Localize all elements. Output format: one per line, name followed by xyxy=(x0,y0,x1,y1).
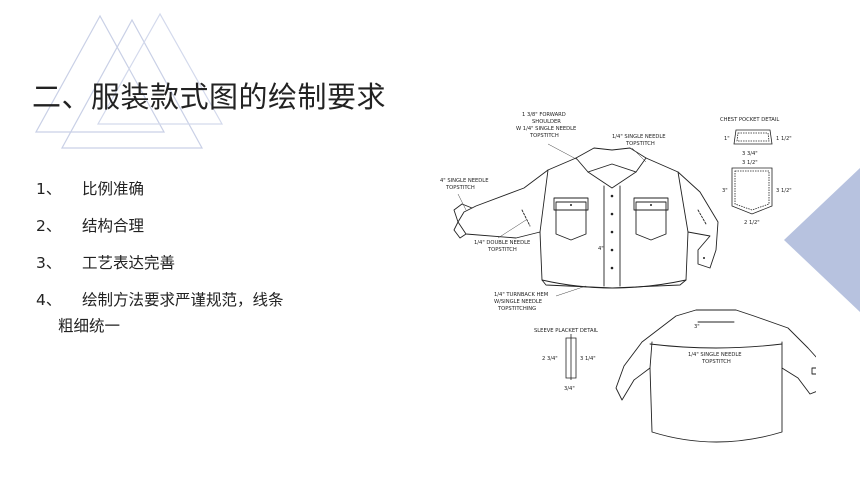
label-pocket-dim-7: 2 1/2" xyxy=(744,220,760,226)
label-placket-dim-2: 3 1/4" xyxy=(580,356,596,362)
label-single-needle-left-1: 4" SINGLE NEEDLE xyxy=(440,178,488,184)
label-pocket-dim-5: 3" xyxy=(722,188,728,194)
label-front-dim: 4" xyxy=(598,246,604,252)
label-pocket-dim-3: 3 3/4" xyxy=(742,151,758,157)
list-text: 绘制方法要求严谨规范，线条 xyxy=(82,291,284,309)
label-single-needle-left-2: TOPSTITCH xyxy=(445,185,475,191)
label-back-topstitch-1: 1/4" SINGLE NEEDLE xyxy=(688,352,742,358)
label-turnback-hem-3: TOPSTITCHING xyxy=(497,306,536,312)
list-text: 工艺表达完善 xyxy=(82,254,176,272)
label-pocket-dim-6: 3 1/2" xyxy=(776,188,792,194)
label-single-needle-top-2: TOPSTITCH xyxy=(625,141,655,147)
label-pocket-dim-2: 1 1/2" xyxy=(776,136,792,142)
label-pocket-dim-1: 1" xyxy=(724,136,730,142)
accent-triangle xyxy=(784,168,860,312)
label-forward-shoulder-2: SHOULDER xyxy=(532,119,561,125)
label-single-needle-top-1: 1/4" SINGLE NEEDLE xyxy=(612,134,666,140)
label-chest-pocket-detail: CHEST POCKET DETAIL xyxy=(720,117,779,123)
list-text: 结构合理 xyxy=(82,217,145,235)
shirt-technical-drawing: 1 3/8" FORWARD SHOULDER W 1/4" SINGLE NE… xyxy=(440,112,816,443)
list-text-continued: 粗细统一 xyxy=(58,317,121,335)
label-forward-shoulder-4: TOPSTITCH xyxy=(529,133,559,139)
label-back-topstitch-2: TOPSTITCH xyxy=(701,359,731,365)
list-number: 1、 xyxy=(36,180,62,198)
label-sleeve-placket-detail: SLEEVE PLACKET DETAIL xyxy=(534,328,598,334)
decorative-triangles xyxy=(34,12,224,149)
list-number: 3、 xyxy=(36,254,62,272)
label-placket-dim-3: 3/4" xyxy=(564,386,575,392)
label-forward-shoulder-3: W 1/4" SINGLE NEEDLE xyxy=(516,126,576,132)
list-number: 4、 xyxy=(36,291,62,309)
list-text: 比例准确 xyxy=(82,180,145,198)
list-number: 2、 xyxy=(36,217,62,235)
label-back-yoke: 3" xyxy=(694,324,700,330)
page-title: 二、服装款式图的绘制要求 xyxy=(32,80,387,114)
label-forward-shoulder-1: 1 3/8" FORWARD xyxy=(522,112,566,118)
label-placket-dim-1: 2 3/4" xyxy=(542,356,558,362)
label-pocket-dim-4: 3 1/2" xyxy=(742,160,758,166)
label-double-needle-1: 1/4" DOUBLE NEEDLE xyxy=(474,240,530,246)
label-double-needle-2: TOPSTITCH xyxy=(487,247,517,253)
label-turnback-hem-2: W/SINGLE NEEDLE xyxy=(494,299,542,305)
label-turnback-hem-1: 1/4" TURNBACK HEM xyxy=(494,292,548,298)
